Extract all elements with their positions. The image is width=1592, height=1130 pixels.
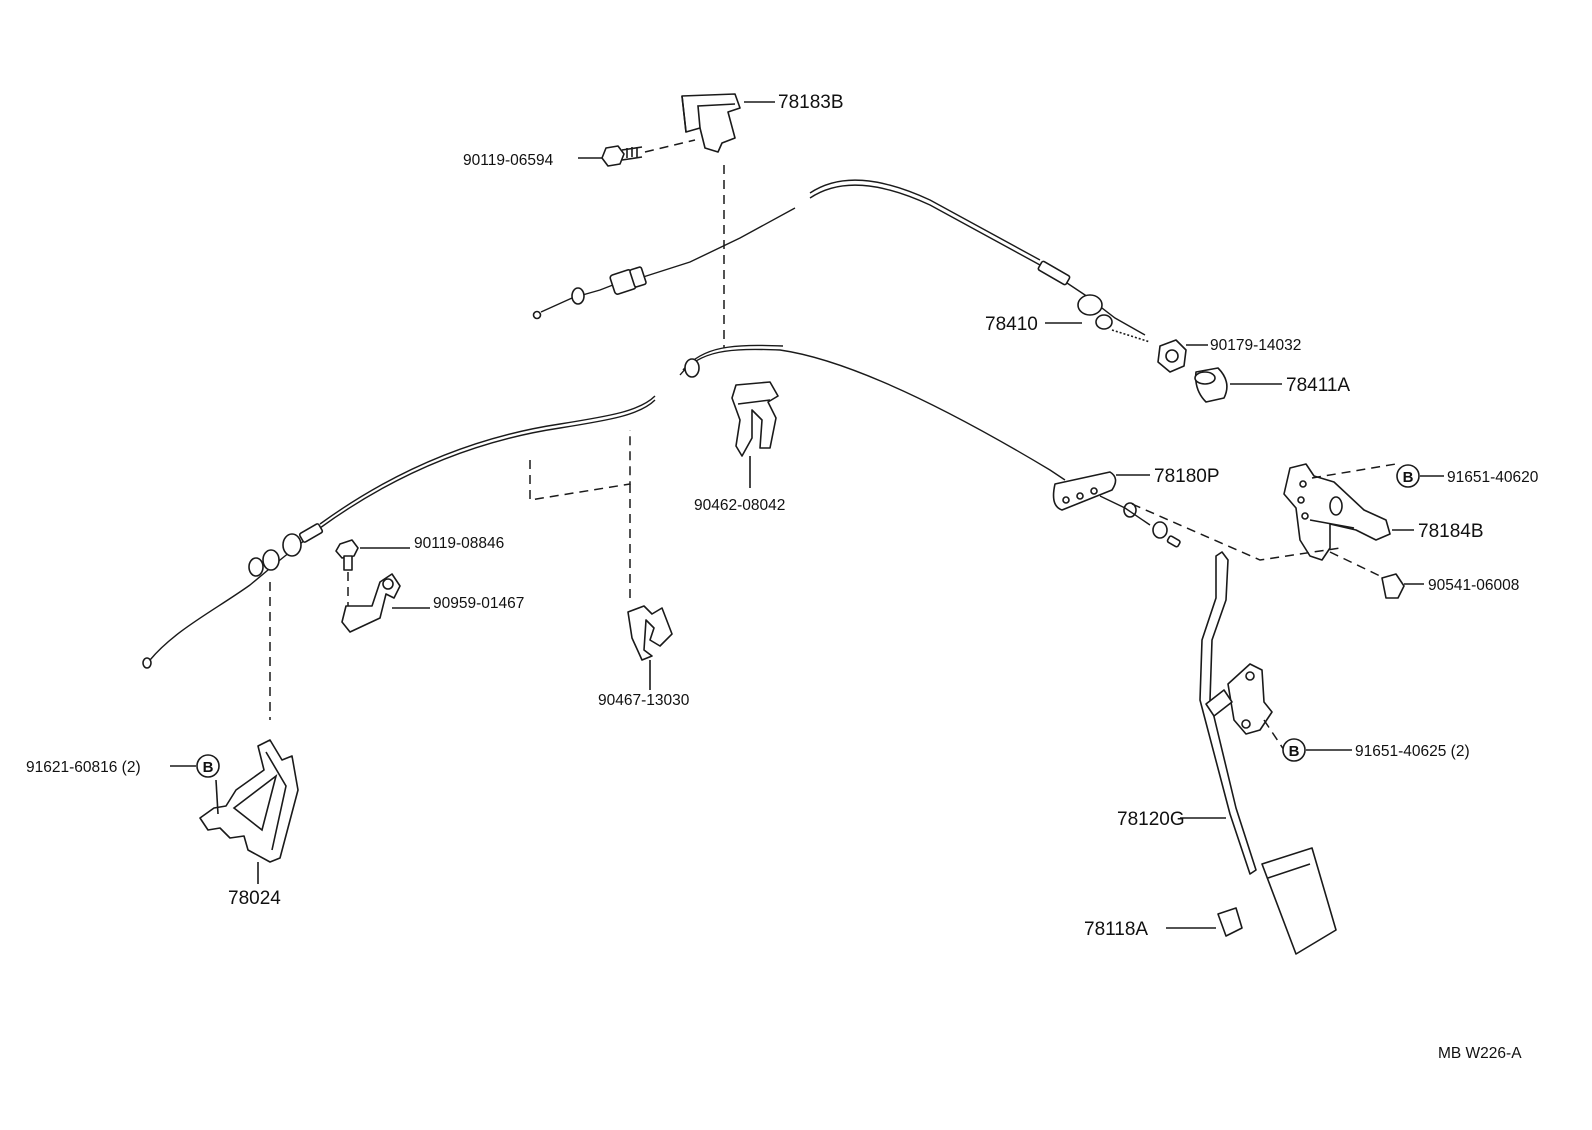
diagram-code: MB W226-A [1438,1045,1522,1062]
bracket-78184b [1131,463,1414,577]
label-90467-13030: 90467-13030 [598,692,690,709]
label-91651-40625: 91651-40625 (2) [1355,743,1470,760]
label-78184b: 78184B [1418,521,1484,542]
label-78120g: 78120G [1117,809,1185,830]
bolt-90119-06594 [578,139,696,167]
label-90462-08042: 90462-08042 [694,497,785,514]
label-78183b: 78183B [778,92,844,113]
marker-b-letter: B [1403,469,1414,486]
label-91651-40620: 91651-40620 [1447,469,1539,486]
label-91621-60816: 91621-60816 (2) [26,759,141,776]
label-90119-06594: 90119-06594 [463,152,554,169]
accelerator-cable-upper [532,179,1151,343]
marker-b-91651-40625: B [1282,738,1352,762]
label-78118a: 78118A [1084,919,1148,940]
clip-90959-01467 [341,573,430,633]
marker-b-91621: B [170,754,220,778]
accelerator-cable-lower [142,344,1181,669]
cushion-78118a [1166,907,1243,937]
marker-b-letter: B [1289,743,1300,760]
pedal-78120g [1180,551,1337,955]
bracket-78024 [199,739,299,884]
label-90179-14032: 90179-14032 [1210,337,1301,354]
label-90541-06008: 90541-06008 [1428,577,1519,594]
bracket-78183b [681,93,775,153]
cushion-78411a [1194,367,1282,403]
marker-b-91651-40620: B [1396,464,1444,488]
clamp-90462-08042 [731,381,779,488]
label-78024: 78024 [228,888,281,909]
label-78410: 78410 [985,314,1038,335]
bolt-90119-08846 [335,539,410,606]
stopper-90541-06008 [1381,573,1424,599]
label-78180p: 78180P [1154,466,1220,487]
nut-90179-14032 [1157,339,1208,373]
label-90959-01467: 90959-01467 [433,595,524,612]
clip-90467-13030 [627,605,673,690]
label-90119-08846: 90119-08846 [414,535,504,552]
marker-b-letter: B [203,759,214,776]
label-78411a: 78411A [1286,375,1350,396]
